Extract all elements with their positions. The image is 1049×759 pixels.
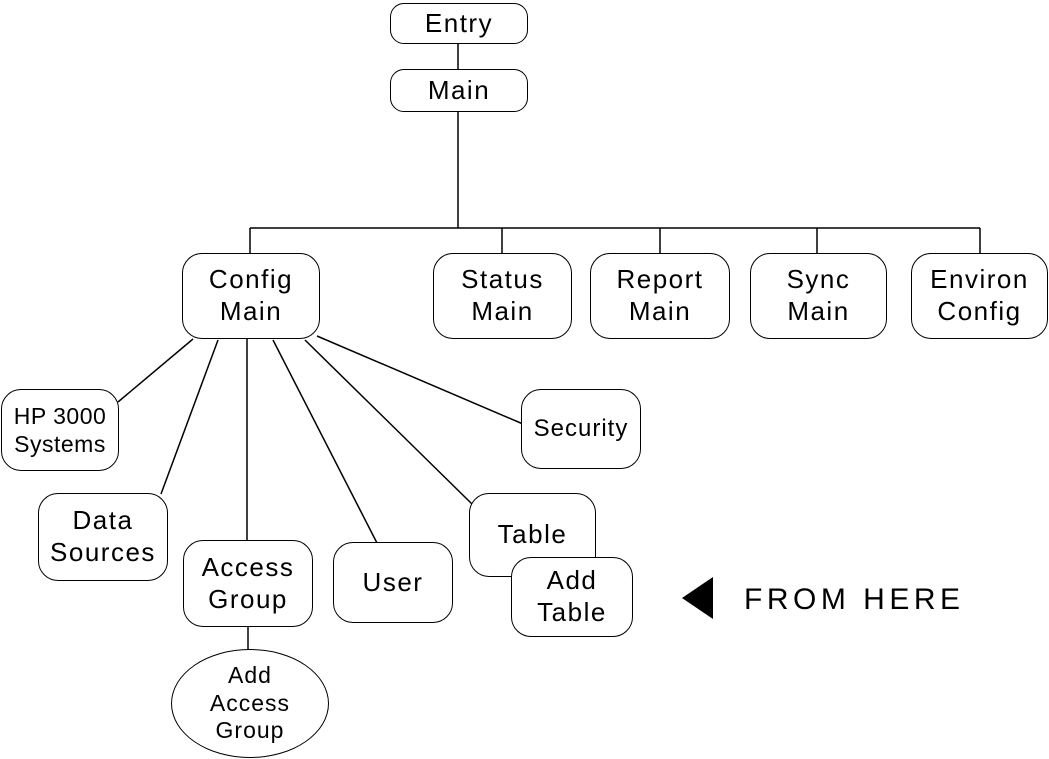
node-label: Config (937, 296, 1022, 326)
edge-config-security (316, 335, 524, 425)
node-report-main: Report Main (590, 253, 730, 339)
node-label: Group (208, 583, 288, 614)
node-label: Report (616, 264, 704, 295)
node-sync-main: Sync Main (750, 253, 887, 339)
node-label: Table (537, 597, 607, 627)
node-label: Table (497, 519, 568, 550)
node-add-table: Add Table (511, 557, 633, 637)
node-label: Main (471, 296, 534, 326)
node-label: Access (209, 689, 291, 716)
node-label: Sync (786, 264, 851, 295)
node-label: Main (628, 296, 692, 326)
from-here-arrow-icon (682, 577, 713, 619)
node-label: Systems (14, 431, 106, 457)
node-add-access-group: Add Access Group (171, 649, 329, 758)
edge-config-user (272, 339, 378, 544)
node-main: Main (390, 69, 528, 112)
node-label: Sources (50, 537, 156, 567)
node-security: Security (521, 389, 641, 469)
node-label: Status (461, 264, 544, 295)
node-label: Add (546, 565, 598, 596)
node-data-sources: Data Sources (38, 493, 168, 581)
node-label: Main (427, 74, 491, 105)
node-label: Config (208, 264, 294, 295)
node-label: Entry (424, 7, 494, 38)
node-label: User (362, 566, 424, 597)
node-label: Data (72, 505, 134, 536)
node-label: Security (533, 415, 629, 443)
edge-config-datasources (160, 339, 219, 495)
node-label: Main (219, 296, 283, 326)
node-hp3000-systems: HP 3000 Systems (1, 389, 119, 471)
node-user: User (333, 542, 453, 623)
node-status-main: Status Main (433, 253, 572, 339)
node-entry: Entry (390, 3, 528, 44)
edge-config-hp3000 (117, 338, 194, 403)
node-label: HP 3000 (13, 402, 107, 429)
node-label: Access (201, 551, 295, 582)
node-label: Group (215, 717, 285, 744)
node-label: Environ (930, 264, 1029, 295)
node-environ-config: Environ Config (911, 253, 1048, 339)
from-here-label: FROM HERE (744, 583, 965, 616)
node-config-main: Config Main (182, 253, 320, 339)
node-label: Main (787, 296, 850, 326)
node-access-group: Access Group (183, 540, 313, 627)
node-label: Add (228, 662, 272, 689)
edge-config-table (304, 339, 473, 505)
